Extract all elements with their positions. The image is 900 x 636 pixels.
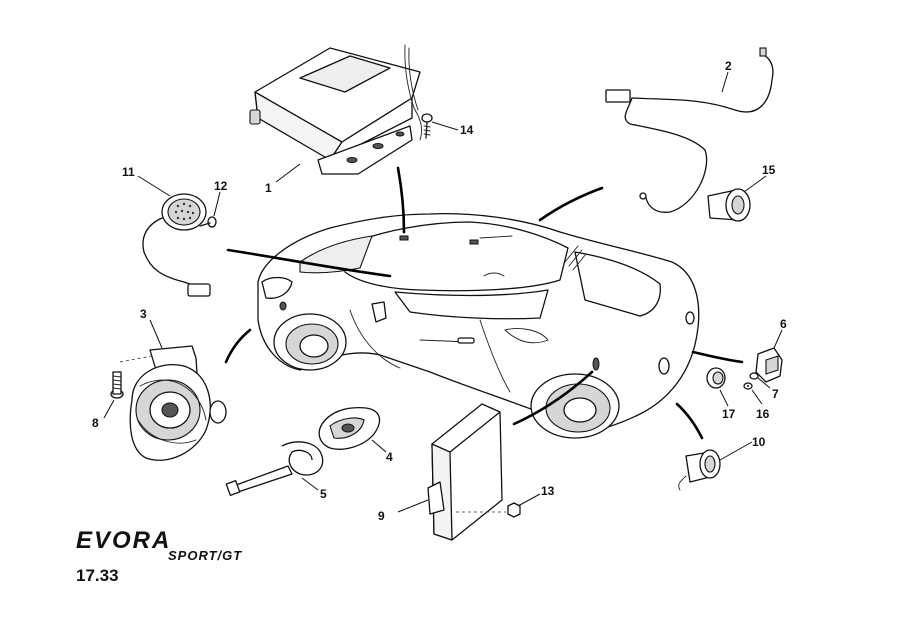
callout-9: 9 <box>378 509 385 523</box>
part-14-screw <box>421 113 433 139</box>
callout-15: 15 <box>762 163 776 177</box>
part-13-nut <box>507 502 521 518</box>
part-6-switch <box>755 347 783 383</box>
part-7-washer <box>749 372 759 380</box>
part-9-control-unit <box>427 403 506 541</box>
callout-10: 10 <box>752 435 766 449</box>
callout-7: 7 <box>772 387 779 401</box>
callout-8: 8 <box>92 416 99 430</box>
callout-14: 14 <box>460 123 474 137</box>
callout-1: 1 <box>265 181 272 195</box>
callout-12: 12 <box>214 179 228 193</box>
callout-16: 16 <box>756 407 770 421</box>
callout-4: 4 <box>386 450 393 464</box>
part-1-alarm-module <box>249 44 423 175</box>
part-2-harness <box>605 47 774 213</box>
callout-13: 13 <box>541 484 555 498</box>
callout-3: 3 <box>140 307 147 321</box>
part-16-washer <box>743 382 753 390</box>
evora-logo: EVORA SPORT/GT <box>76 527 242 563</box>
callout-labels: 1 2 3 4 5 6 7 8 9 10 11 12 13 14 15 16 1… <box>92 59 787 523</box>
callout-17: 17 <box>722 407 736 421</box>
callout-5: 5 <box>320 487 327 501</box>
callout-6: 6 <box>780 317 787 331</box>
part-5-key <box>225 441 324 496</box>
part-8-bolt <box>110 371 124 399</box>
part-4-key-fob <box>318 406 381 450</box>
location-pointers <box>224 166 744 440</box>
part-11-sounder <box>142 193 211 297</box>
part-15-sensor <box>707 188 751 222</box>
callout-leaders <box>103 71 783 513</box>
callout-11: 11 <box>122 165 135 179</box>
callout-2: 2 <box>725 59 732 73</box>
part-3-siren-bracket <box>117 345 227 461</box>
part-12-screw <box>199 216 217 228</box>
brand-model: EVORA <box>76 527 171 554</box>
part-10-sensor <box>678 449 721 491</box>
part-17-grommet <box>706 367 726 389</box>
brand-variant: SPORT/GT <box>168 548 242 563</box>
page-reference: 17.33 <box>76 566 119 585</box>
car-body <box>257 213 700 439</box>
